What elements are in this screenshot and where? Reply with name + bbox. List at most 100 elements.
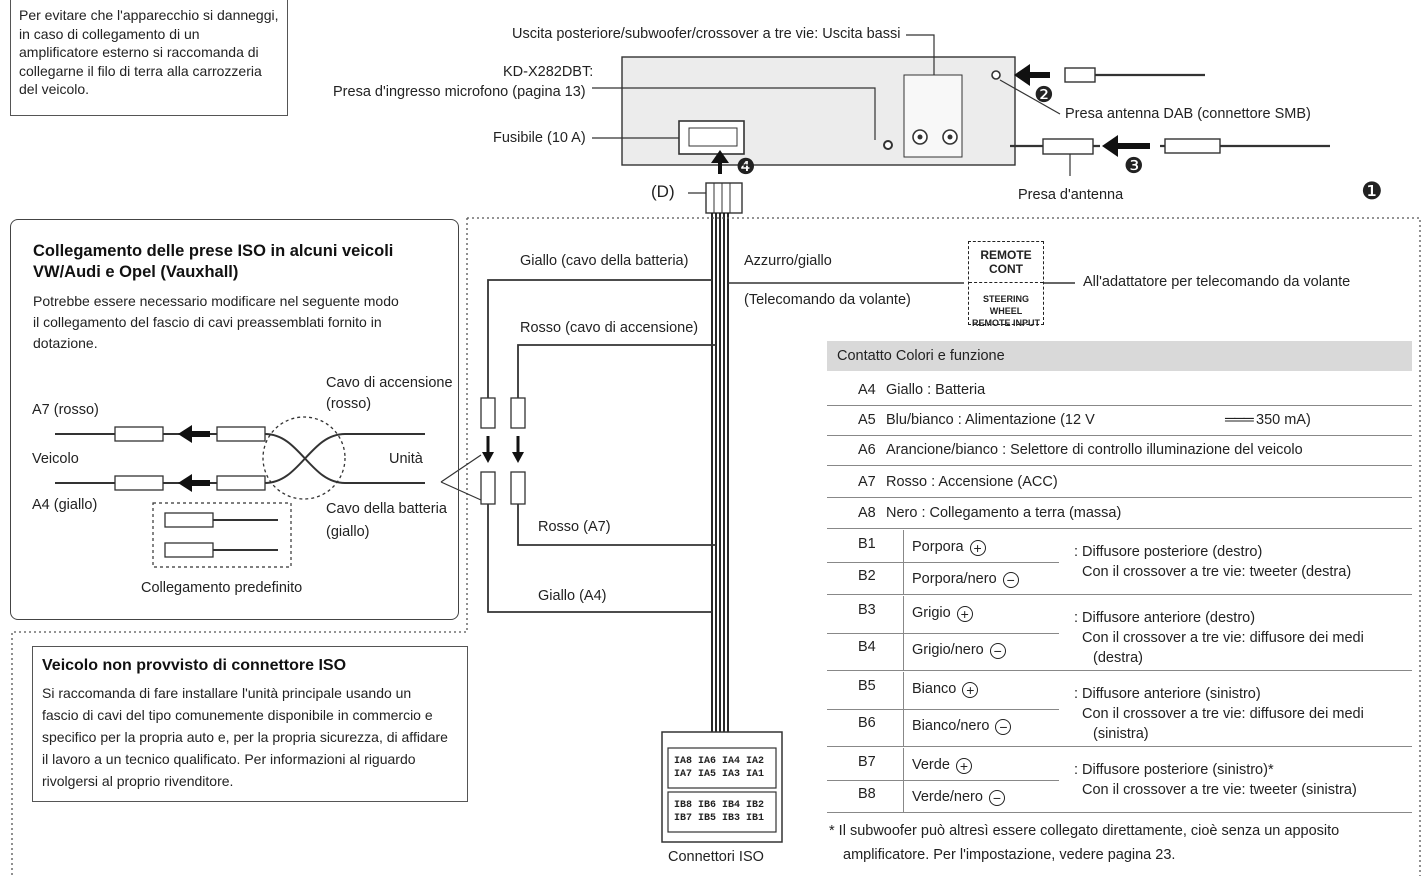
speaker-function-crossover: Con il crossover a tre vie: diffusore de… — [1082, 630, 1364, 646]
table-row-pin: A4 — [858, 382, 876, 398]
number-badge-4: ❹ — [736, 154, 756, 179]
speaker-pin: B1 — [858, 536, 876, 552]
table-row-pin: A8 — [858, 505, 876, 521]
minus-icon: − — [1002, 572, 1019, 588]
number-badge-2: ❷ — [1034, 82, 1054, 107]
speaker-pin: B8 — [858, 786, 876, 802]
iso-connectors-label: Connettori ISO — [668, 849, 764, 865]
no-iso-line-2: fascio di cavi del tipo comunemente disp… — [42, 707, 433, 723]
minus-icon: − — [995, 719, 1012, 735]
no-iso-title: Veicolo non provvisto di connettore ISO — [42, 657, 347, 674]
speaker-color: Grigio + — [912, 605, 973, 622]
vw-acc-label-2: (rosso) — [326, 396, 372, 412]
vw-vehicle-label: Veicolo — [32, 451, 79, 467]
vw-a4-label: A4 (giallo) — [32, 497, 98, 513]
dc-current-symbol: ═══ — [1225, 412, 1254, 428]
table-row-divider — [827, 405, 1412, 406]
speaker-color: Porpora/nero − — [912, 571, 1019, 588]
vw-batt-label-1: Cavo della batteria — [326, 501, 447, 517]
table-row-pin: A6 — [858, 442, 876, 458]
speaker-color-text: Porpora/nero — [912, 571, 997, 587]
yellow-a4-label: Giallo (A4) — [538, 588, 607, 604]
table-row-divider — [827, 435, 1412, 436]
table-row-pin: A7 — [858, 474, 876, 490]
speaker-function: : Diffusore posteriore (destro) — [1074, 544, 1263, 560]
speaker-color-text: Porpora — [912, 539, 964, 555]
blue-yellow-label: Azzurro/giallo — [744, 253, 832, 269]
table-row-text: Rosso : Accensione (ACC) — [886, 474, 1058, 490]
vw-text-1: Potrebbe essere necessario modificare ne… — [33, 293, 399, 309]
speaker-function: : Diffusore anteriore (destro) — [1074, 610, 1256, 626]
speaker-group-midline — [827, 562, 1059, 563]
number-badge-1: ❶ — [1361, 178, 1383, 205]
mic-label: Presa d'ingresso microfono (pagina 13) — [333, 84, 586, 100]
plus-icon: + — [962, 682, 979, 698]
footnote-line-1: * Il subwoofer può altresì essere colleg… — [829, 823, 1340, 839]
speaker-color-text: Verde — [912, 757, 950, 773]
speaker-function-crossover: Con il crossover a tre vie: diffusore de… — [1082, 706, 1364, 722]
vw-title-1: Collegamento delle prese ISO in alcuni v… — [33, 242, 394, 260]
speaker-color-text: Grigio/nero — [912, 642, 984, 658]
table-row-divider — [827, 465, 1412, 466]
vw-a7-label: A7 (rosso) — [32, 402, 99, 418]
speaker-color: Bianco + — [912, 681, 979, 698]
speaker-function-side: (sinistra) — [1093, 726, 1149, 742]
footnote-line-2: amplificatore. Per l'impostazione, veder… — [843, 847, 1176, 863]
speaker-color: Verde + — [912, 757, 972, 774]
speaker-pin: B4 — [858, 639, 876, 655]
speaker-function-crossover: Con il crossover a tre vie: tweeter (sin… — [1082, 782, 1357, 798]
speaker-pin: B7 — [858, 754, 876, 770]
table-row-text: Blu/bianco : Alimentazione (12 V — [886, 412, 1095, 428]
d-connector — [705, 182, 743, 214]
top-note: Per evitare che l'apparecchio si dannegg… — [10, 0, 288, 116]
speaker-color-text: Bianco/nero — [912, 718, 990, 734]
speaker-function-side: (destra) — [1093, 650, 1143, 666]
dab-label: Presa antenna DAB (connettore SMB) — [1065, 106, 1311, 122]
fuse-label: Fusibile (10 A) — [493, 130, 586, 146]
table-row-text: Arancione/bianco : Selettore di controll… — [886, 442, 1303, 458]
speaker-function-crossover: Con il crossover a tre vie: tweeter (des… — [1082, 564, 1352, 580]
model-label: KD-X282DBT: — [503, 64, 594, 80]
speaker-pin: B5 — [858, 678, 876, 694]
speaker-function: : Diffusore posteriore (sinistro)* — [1074, 762, 1274, 778]
table-row-text: Nero : Collegamento a terra (massa) — [886, 505, 1122, 521]
no-iso-line-4: il lavoro a un tecnico qualificato. Per … — [42, 751, 416, 767]
table-row-divider — [827, 497, 1412, 498]
table-row-pin: A5 — [858, 412, 876, 428]
speaker-color: Grigio/nero − — [912, 642, 1006, 659]
speaker-function: : Diffusore anteriore (sinistro) — [1074, 686, 1261, 702]
vw-unit-label: Unità — [389, 451, 423, 467]
red-a7-label: Rosso (A7) — [538, 519, 611, 535]
number-badge-3: ❸ — [1124, 153, 1144, 178]
speaker-color-text: Bianco — [912, 681, 957, 697]
vw-text-3: dotazione. — [33, 335, 98, 351]
yellow-battery-label: Giallo (cavo della batteria) — [520, 253, 689, 269]
speaker-group-midline — [827, 709, 1059, 710]
vw-batt-label-2: (giallo) — [326, 524, 370, 540]
steering-remote-label: (Telecomando da volante) — [744, 292, 911, 308]
speaker-group-midline — [827, 780, 1059, 781]
no-iso-line-5: rivolgersi al proprio rivenditore. — [42, 773, 234, 789]
speaker-pin: B6 — [858, 715, 876, 731]
speaker-pin: B2 — [858, 568, 876, 584]
antenna-label: Presa d'antenna — [1018, 187, 1124, 203]
table-row-extra: 350 mA) — [1256, 412, 1311, 428]
no-iso-box — [32, 646, 468, 802]
dab-jack — [991, 70, 1001, 80]
speaker-color: Verde/nero − — [912, 789, 1005, 806]
vw-text-2: il collegamento del fascio di cavi preas… — [33, 314, 382, 330]
plus-icon: + — [956, 606, 973, 622]
minus-icon: − — [988, 790, 1005, 806]
speaker-group-bottomline — [827, 670, 1412, 671]
rca-panel — [903, 74, 963, 158]
table-header-text: Contatto Colori e funzione — [837, 348, 1005, 364]
speaker-group-bottomline — [827, 746, 1412, 747]
speaker-group-bottomline — [827, 812, 1412, 813]
no-iso-line-3: specifico per la propria auto e, per la … — [42, 729, 448, 745]
speaker-pin: B3 — [858, 602, 876, 618]
vw-audi-opel-box — [10, 219, 459, 620]
red-acc-label: Rosso (cavo di accensione) — [520, 320, 699, 336]
